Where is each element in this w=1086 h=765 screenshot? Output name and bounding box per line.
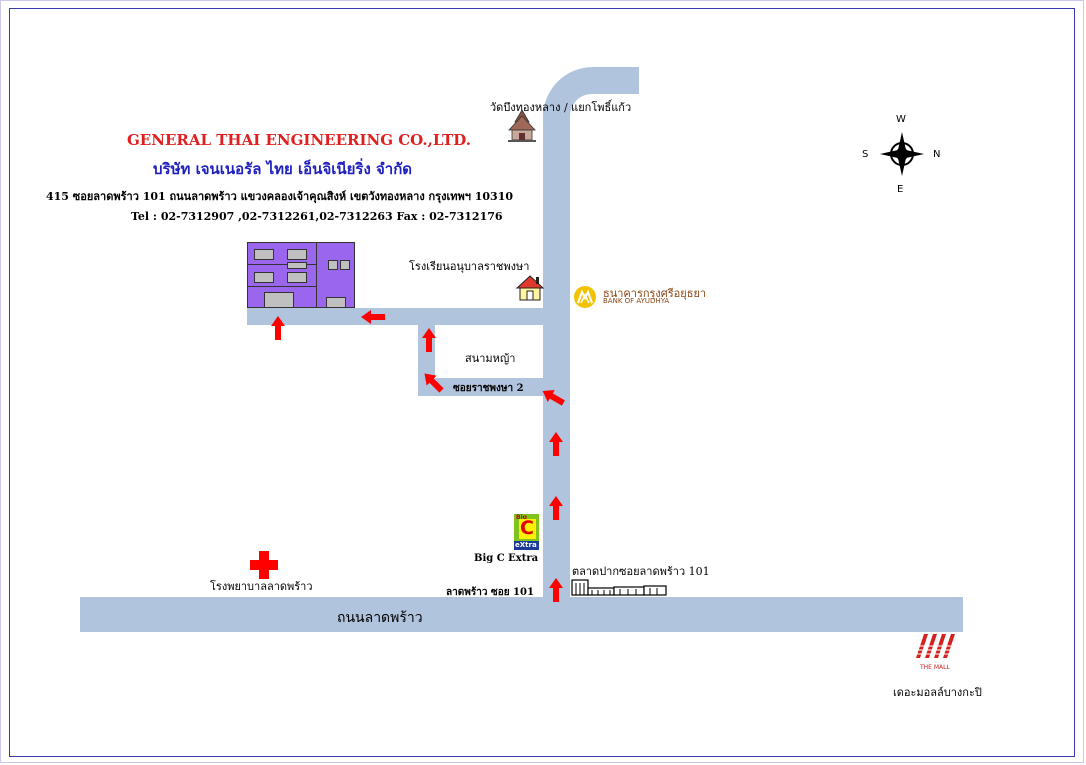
side-soi-label: ซอยราชพงษา 2 <box>453 383 524 394</box>
arrow-building-up <box>271 316 285 340</box>
bank-label-th: ธนาคารกรุงศรีอยุธยา <box>603 287 707 300</box>
main-road-lat-phrao <box>80 597 963 632</box>
soi-entrance-label: ลาดพร้าว ซอย 101 <box>446 587 534 598</box>
company-building <box>247 242 355 308</box>
bank-label-en: BANK OF AYUDHYA <box>603 297 670 305</box>
bank-ayudhya-logo-icon <box>574 286 596 308</box>
market-label: ตลาดปากซอยลาดพร้าว 101 <box>572 565 710 578</box>
the-mall-logo-text: THE MALL <box>920 664 950 671</box>
the-mall-logo-icon <box>914 634 955 658</box>
curve-inner <box>570 94 639 134</box>
hospital-cross-icon <box>250 551 278 579</box>
big-c-logo-bottom: eXtra <box>515 541 537 549</box>
arrow-up-3 <box>549 432 563 456</box>
compass-label-top: W <box>896 114 906 125</box>
school-label: โรงเรียนอนุบาลราชพงษา <box>409 260 530 273</box>
arrow-loop-up <box>422 328 436 352</box>
big-c-logo-icon: Big C eXtra <box>514 514 539 550</box>
company-contact: Tel : 02-7312907 ,02-7312261,02-7312263 … <box>131 210 503 223</box>
arrow-left <box>361 310 385 324</box>
company-name-th: บริษัท เจนเนอรัล ไทย เอ็นจิเนียริ่ง จำกั… <box>153 160 413 178</box>
arrow-up-1 <box>549 578 563 602</box>
big-c-label: Big C Extra <box>474 553 539 564</box>
main-road-label: ถนนลาดพร้าว <box>337 610 423 626</box>
compass-label-right: N <box>933 149 941 160</box>
temple-icon <box>508 109 536 142</box>
compass-icon <box>880 132 924 176</box>
arrow-up-2 <box>549 496 563 520</box>
big-c-logo-top: Big <box>516 514 527 521</box>
soi-ratchaphongsa-2-road <box>418 378 546 396</box>
market-building-icon <box>571 579 667 596</box>
mall-label: เดอะมอลล์บางกะปิ <box>893 686 982 699</box>
big-c-logo-letter: C <box>520 517 534 539</box>
company-name-en: GENERAL THAI ENGINEERING CO.,LTD. <box>127 131 471 149</box>
hospital-label: โรงพยาบาลลาดพร้าว <box>210 580 313 593</box>
arrow-nw <box>539 384 567 410</box>
compass-label-bottom: E <box>897 184 904 195</box>
temple-label: วัดบึงทองหลาง / แยกโพธิ์แก้ว <box>490 101 632 114</box>
arrow-loop-nw <box>419 368 447 396</box>
map-frame <box>9 8 1075 757</box>
school-road <box>247 308 547 325</box>
field-label: สนามหญ้า <box>465 352 516 365</box>
compass-label-left: S <box>862 149 869 160</box>
school-house-icon <box>515 275 545 301</box>
company-address: 415 ซอยลาดพร้าว 101 ถนนลาดพร้าว แขวงคลอง… <box>46 190 513 203</box>
